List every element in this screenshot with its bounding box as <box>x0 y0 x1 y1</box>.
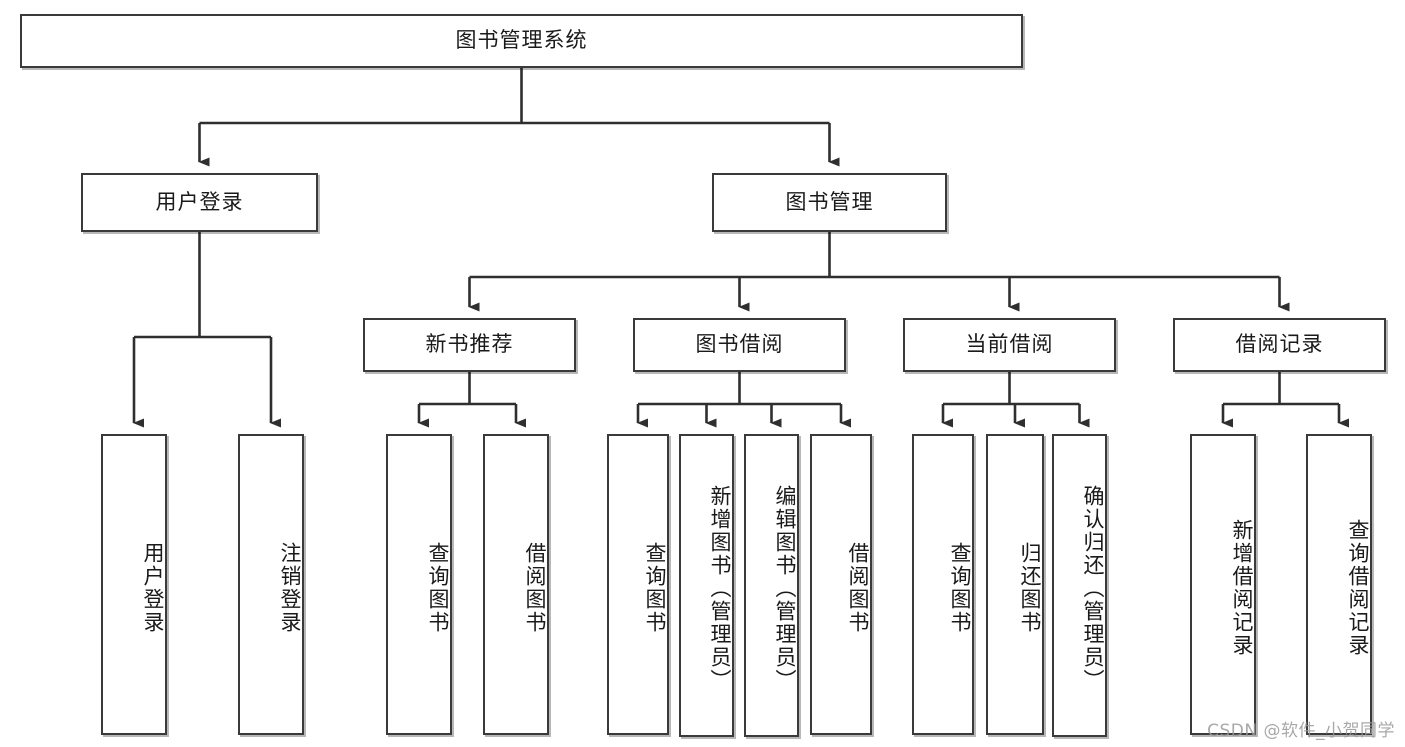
node-book-borrow[interactable]: 图书借阅 <box>633 318 846 372</box>
node-label: 借阅记录 <box>1235 332 1324 357</box>
node-book-manage[interactable]: 图书管理 <box>712 173 947 232</box>
node-user-login[interactable]: 用户登录 <box>81 173 318 232</box>
node-new-book-rec[interactable]: 新书推荐 <box>363 318 576 372</box>
node-label: 注销登录 <box>278 541 302 634</box>
node-label: 借阅图书 <box>523 541 547 634</box>
node-leaf-logout[interactable]: 注销登录 <box>238 434 304 735</box>
node-leaf-confirm[interactable]: 确认归还（管理员） <box>1052 434 1107 737</box>
node-label: 图书借阅 <box>695 332 784 357</box>
node-label: 新增借阅记录 <box>1230 518 1254 657</box>
node-leaf-query-3[interactable]: 查询图书 <box>912 434 974 735</box>
node-leaf-query-1[interactable]: 查询图书 <box>386 434 452 735</box>
node-leaf-query-2[interactable]: 查询图书 <box>607 434 669 735</box>
node-leaf-borrow-1[interactable]: 借阅图书 <box>483 434 549 735</box>
node-leaf-edit-book[interactable]: 编辑图书（管理员） <box>744 434 799 737</box>
node-leaf-borrow-2[interactable]: 借阅图书 <box>810 434 872 735</box>
watermark-label: CSDN @软件_小贺同学 <box>1207 721 1395 741</box>
node-root[interactable]: 图书管理系统 <box>20 14 1023 68</box>
node-leaf-query-rec[interactable]: 查询借阅记录 <box>1306 434 1372 735</box>
node-leaf-add-book[interactable]: 新增图书（管理员） <box>679 434 734 737</box>
node-label: 新书推荐 <box>425 332 514 357</box>
node-current-borrow[interactable]: 当前借阅 <box>903 318 1116 372</box>
node-label: 当前借阅 <box>965 332 1054 357</box>
node-label: 图书管理系统 <box>455 28 588 53</box>
node-label: 归还图书 <box>1018 541 1042 634</box>
node-label: 用户登录 <box>141 541 165 634</box>
node-label: 借阅图书 <box>846 541 870 634</box>
node-leaf-add-rec[interactable]: 新增借阅记录 <box>1190 434 1256 735</box>
node-label: 编辑图书（管理员） <box>773 485 797 692</box>
node-label: 用户登录 <box>155 189 244 214</box>
node-label: 图书管理 <box>785 189 874 214</box>
node-label: 确认归还（管理员） <box>1081 485 1105 692</box>
node-label: 查询借阅记录 <box>1346 518 1370 657</box>
node-label: 新增图书（管理员） <box>708 485 732 692</box>
node-borrow-record[interactable]: 借阅记录 <box>1173 318 1386 372</box>
node-leaf-return[interactable]: 归还图书 <box>986 434 1044 735</box>
node-label: 查询图书 <box>426 541 450 634</box>
node-label: 查询图书 <box>643 541 667 634</box>
node-leaf-user-login[interactable]: 用户登录 <box>101 434 167 735</box>
node-label: 查询图书 <box>948 541 972 634</box>
